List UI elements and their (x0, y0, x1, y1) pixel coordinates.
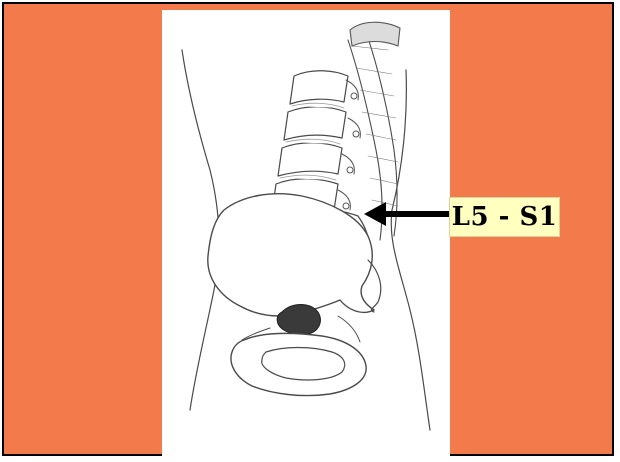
vertebra-level-label: L5 - S1 (449, 197, 560, 237)
vertebral-bodies (272, 71, 348, 212)
iliac-wing (208, 194, 374, 316)
spine-pelvis-illustration (162, 10, 450, 456)
pointer-arrow (364, 199, 454, 229)
vertebra-level-text: L5 - S1 (452, 202, 558, 232)
slide-frame: L5 - S1 (2, 2, 614, 456)
body-outline-front (391, 70, 430, 430)
